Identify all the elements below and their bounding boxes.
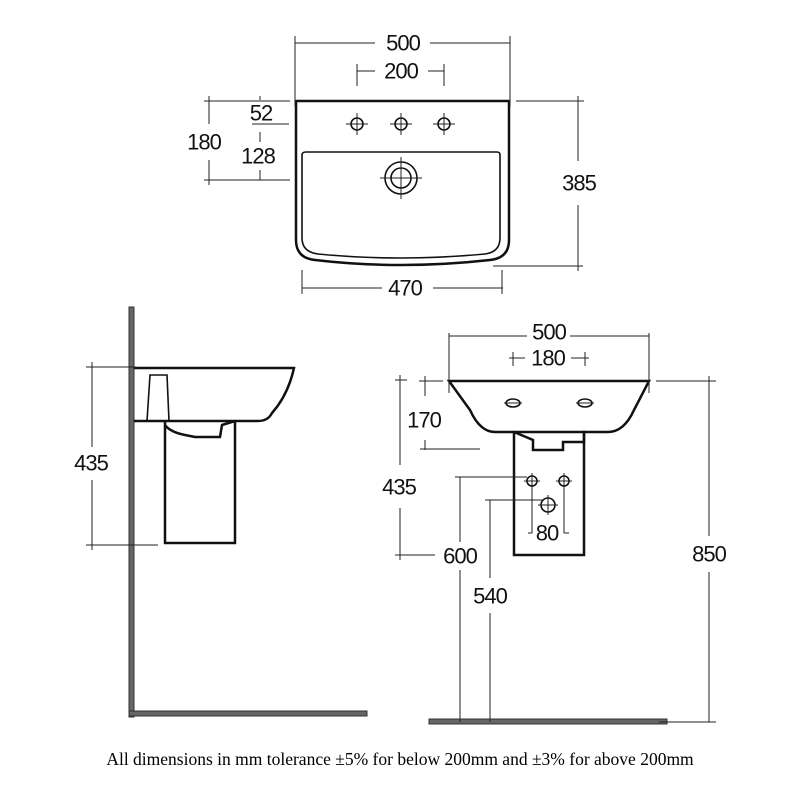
dim-front-supply-height: 600 bbox=[443, 544, 477, 569]
dim-front-waste-height: 540 bbox=[473, 584, 507, 609]
dim-front-tap-spacing: 180 bbox=[531, 346, 565, 371]
dim-side-height: 435 bbox=[74, 451, 108, 476]
dim-lines-side bbox=[86, 362, 158, 550]
waste-icon bbox=[380, 157, 422, 199]
dim-top-projection: 385 bbox=[562, 171, 596, 196]
dim-top-tap-spacing: 200 bbox=[384, 59, 418, 84]
tap-hole-icon bbox=[346, 113, 455, 135]
dim-lines-top bbox=[204, 36, 584, 294]
bowl-outline-top bbox=[301, 151, 501, 259]
front-view: 500 180 170 435 600 540 80 850 bbox=[382, 320, 728, 725]
basin-side bbox=[134, 366, 296, 423]
basin-front bbox=[446, 379, 652, 452]
dim-top-overall-width: 500 bbox=[386, 31, 420, 56]
dim-top-waste-depth: 180 bbox=[187, 130, 221, 155]
dim-lines-front bbox=[395, 333, 716, 723]
supply-hole-icon bbox=[524, 473, 572, 515]
dim-front-rim-height: 850 bbox=[692, 542, 726, 567]
dim-front-height: 435 bbox=[382, 475, 416, 500]
dim-front-overall-width: 500 bbox=[532, 320, 566, 345]
bracket-side bbox=[146, 374, 170, 422]
wall bbox=[128, 306, 135, 718]
floor bbox=[128, 710, 368, 717]
side-view: 435 bbox=[74, 306, 368, 718]
dim-top-tap-offset: 52 bbox=[250, 101, 273, 126]
dim-top-bowl-width: 470 bbox=[388, 276, 422, 301]
pedestal-front bbox=[512, 430, 586, 557]
top-view: 500 200 52 128 180 385 470 bbox=[187, 31, 597, 301]
floor bbox=[428, 718, 668, 725]
pedestal-side bbox=[163, 419, 237, 545]
dim-top-bowl-offset: 128 bbox=[241, 144, 275, 169]
dim-front-supply-spacing: 80 bbox=[536, 521, 559, 546]
dim-front-bowl-depth: 170 bbox=[407, 408, 441, 433]
basin-outline-top bbox=[294, 99, 511, 267]
tolerance-note: All dimensions in mm tolerance ±5% for b… bbox=[106, 749, 694, 769]
tap-hole-icon bbox=[504, 398, 594, 408]
